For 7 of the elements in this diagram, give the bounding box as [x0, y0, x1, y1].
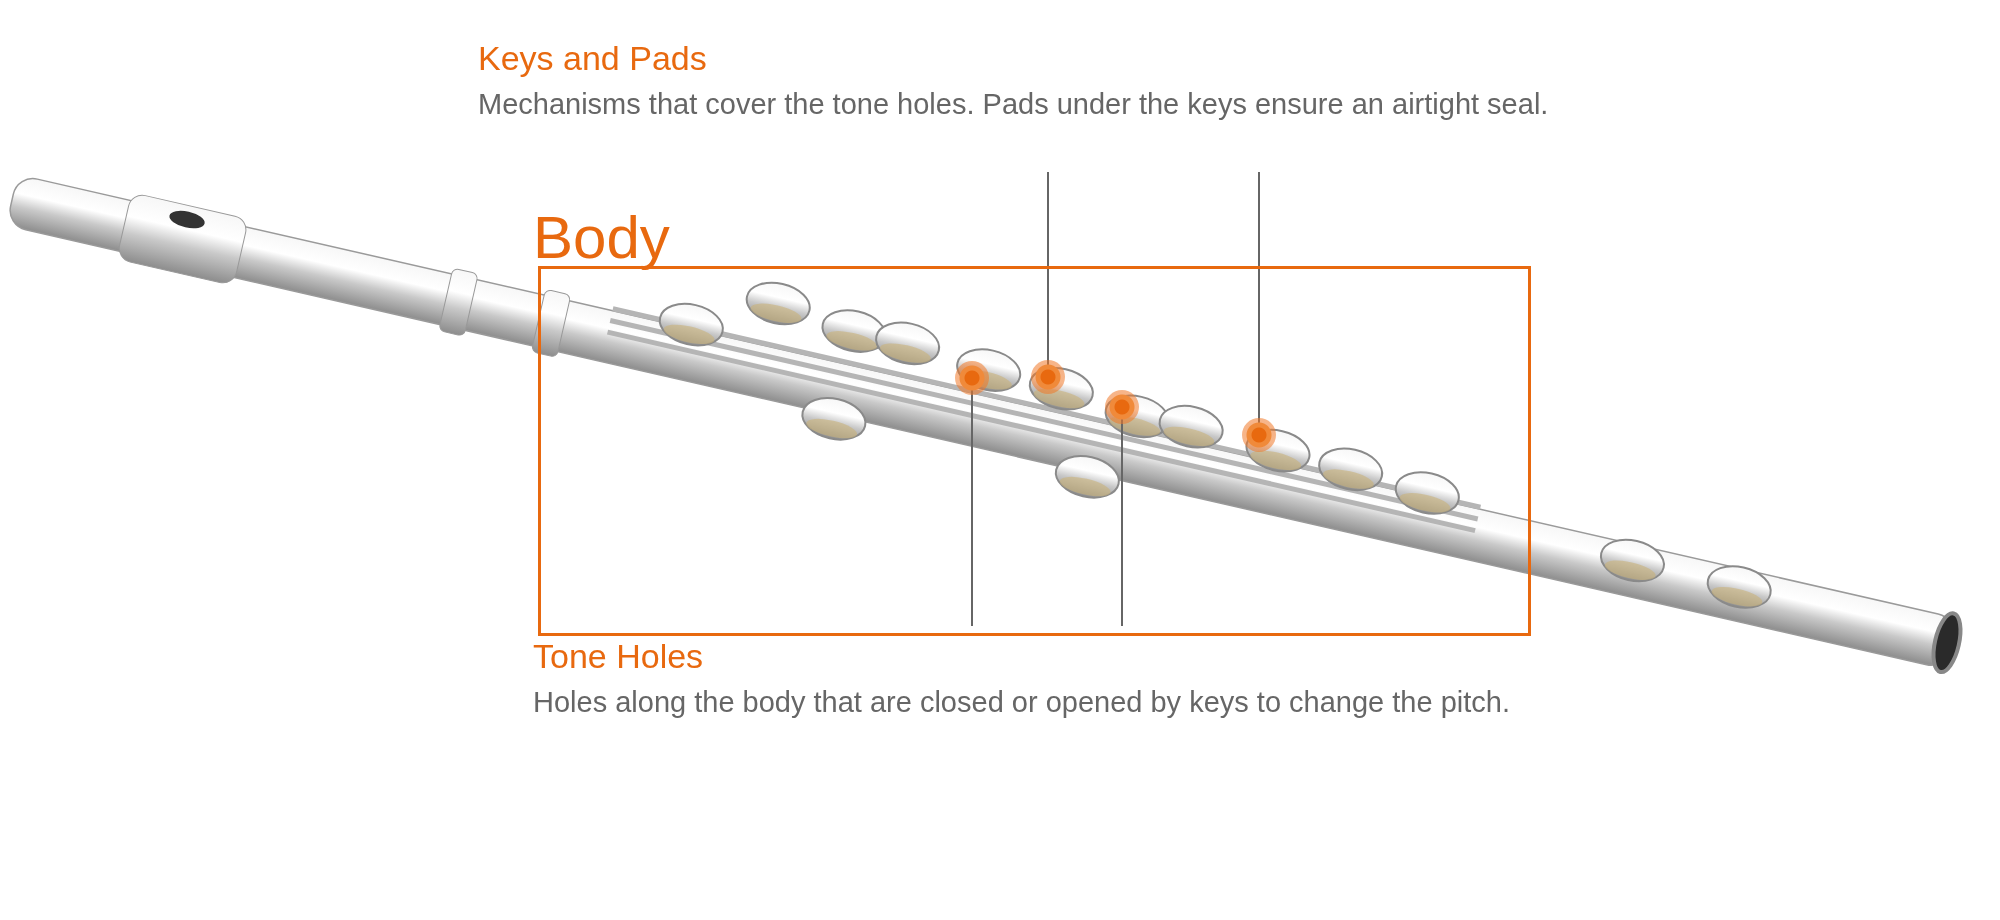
- highlight-dot: [1105, 390, 1139, 424]
- callout-heading: Tone Holes: [533, 636, 705, 676]
- callout-description: Holes along the body that are closed or opened by keys to change the pitch.: [533, 685, 1510, 720]
- highlight-dot: [1242, 418, 1276, 452]
- callout-description: Mechanisms that cover the tone holes. Pads under the keys ensure an airtight seal.: [478, 87, 1549, 122]
- highlight-dot: [1031, 360, 1065, 394]
- callout-heading: Keys and Pads: [478, 38, 708, 78]
